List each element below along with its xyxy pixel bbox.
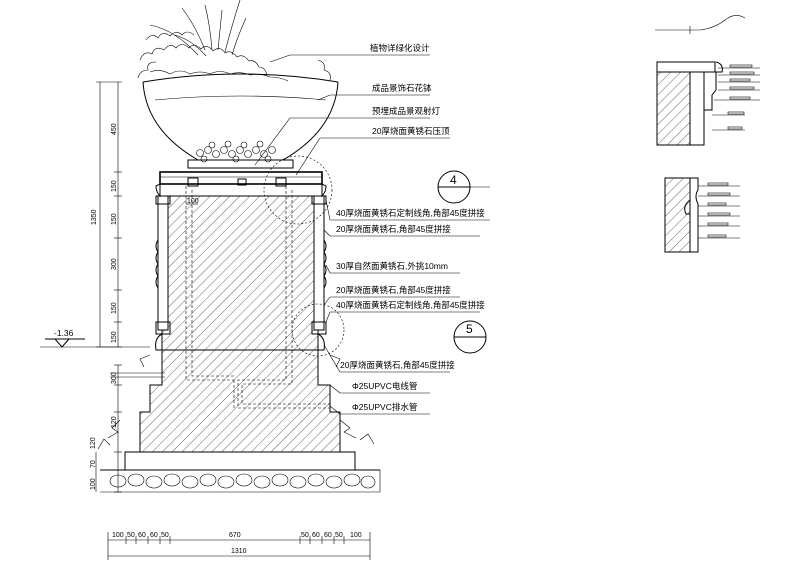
detail-callout-4: 4 xyxy=(263,155,490,225)
coping-cap xyxy=(155,171,327,198)
bottom-dimension-chain: 100 50 60 60 50 670 50 60 60 50 100 1310 xyxy=(107,532,371,560)
dim-bottom-1: 50 xyxy=(127,532,135,539)
annotation-9: 20厚烧面黄锈石,角部45度拼接 xyxy=(340,360,455,370)
dim-lower-1: 120 xyxy=(111,416,118,428)
dim-left-1: 150 xyxy=(111,180,118,192)
detail-5-thumbnail xyxy=(664,177,740,253)
dim-bottom-9: 50 xyxy=(335,532,343,539)
level-marker: -1.36 xyxy=(40,328,150,348)
dim-bottom-7: 60 xyxy=(312,532,320,539)
gravel-pebbles xyxy=(196,140,276,163)
dim-bottom-total: 1310 xyxy=(231,548,247,555)
annotation-leaders xyxy=(254,54,490,415)
dim-bottom-4: 50 xyxy=(161,532,169,539)
dim-bottom-0: 100 xyxy=(112,532,124,539)
annotation-6: 30厚自然面黄锈石,外挑10mm xyxy=(336,261,448,271)
dim-lower-4: 100 xyxy=(90,478,97,490)
inner-width-dimension: 100 xyxy=(187,198,199,205)
dim-left-5: 150 xyxy=(111,331,118,343)
dim-bottom-2: 60 xyxy=(138,532,146,539)
detail-callout-5: 5 xyxy=(291,303,487,357)
callout-4-number: 4 xyxy=(450,173,457,187)
footing xyxy=(97,349,381,493)
dim-bottom-8: 60 xyxy=(324,532,332,539)
annotation-3: 20厚烧面黄锈石压顶 xyxy=(372,126,450,136)
annotation-11: Φ25UPVC排水管 xyxy=(352,402,417,412)
planter-bowl xyxy=(142,73,339,169)
dim-lower-2: 120 xyxy=(90,437,97,449)
annotation-5: 20厚烧面黄锈石,角部45度拼接 xyxy=(336,224,451,234)
dim-left-4: 150 xyxy=(111,302,118,314)
annotation-10: Φ25UPVC电线管 xyxy=(352,381,417,391)
dim-bottom-6: 50 xyxy=(301,532,309,539)
dim-left-2: 150 xyxy=(111,213,118,225)
dim-bottom-3: 60 xyxy=(150,532,158,539)
annotation-2: 预埋成品景观射灯 xyxy=(372,106,441,116)
detail-4-thumbnail xyxy=(655,15,760,146)
level-mark-text: -1.36 xyxy=(54,328,74,338)
dim-left-total: 1350 xyxy=(91,209,98,225)
annotation-0: 植物详绿化设计 xyxy=(370,43,430,53)
annotation-4: 40厚烧面黄锈石定制线角,角部45度拼接 xyxy=(336,208,485,218)
annotation-1: 成品景饰石花钵 xyxy=(372,83,432,93)
dim-left-3: 300 xyxy=(111,258,118,270)
dim-lower-3: 70 xyxy=(90,460,97,468)
annotation-8: 40厚烧面黄锈石定制线角,角部45度拼接 xyxy=(336,300,485,310)
annotation-7: 20厚烧面黄锈石,角部45度拼接 xyxy=(336,285,451,295)
left-dimension-chain: 1350 450 150 150 300 150 150 300 120 120… xyxy=(90,81,122,493)
dim-lower-0: 300 xyxy=(111,372,118,384)
annotation-texts: 植物详绿化设计 成品景饰石花钵 预埋成品景观射灯 20厚烧面黄锈石压顶 40厚烧… xyxy=(336,43,485,412)
callout-5-number: 5 xyxy=(466,322,473,336)
dim-bottom-5: 670 xyxy=(229,532,241,539)
column-body: 100 xyxy=(155,186,330,409)
dim-bottom-10: 100 xyxy=(350,532,362,539)
plant-foliage xyxy=(137,0,331,82)
dim-left-0: 450 xyxy=(111,123,118,135)
